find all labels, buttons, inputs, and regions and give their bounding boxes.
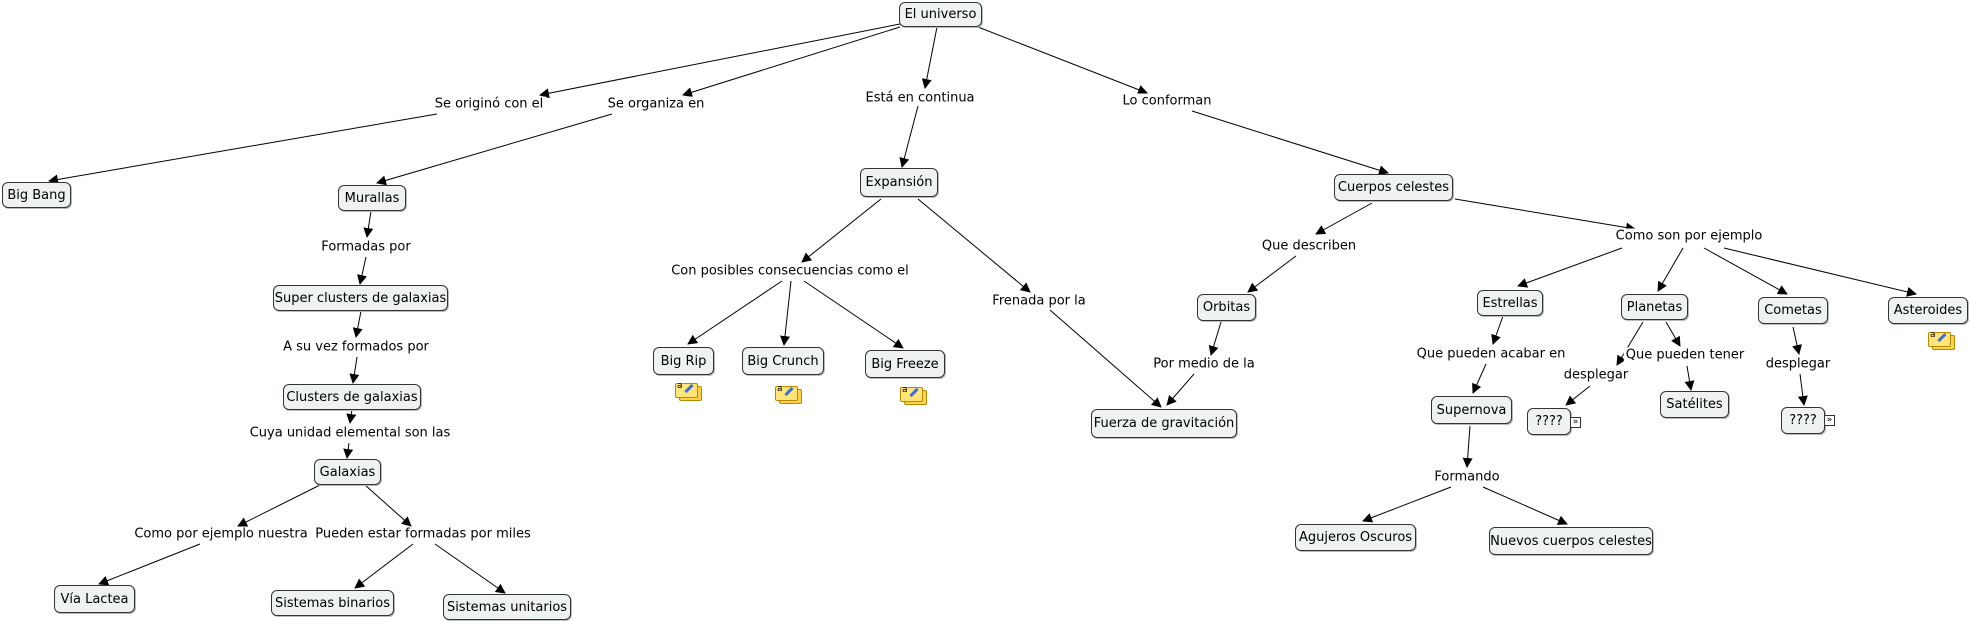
node-galaxias[interactable]: Galaxias: [314, 459, 381, 485]
node-cuerpos-celestes[interactable]: Cuerpos celestes: [1334, 174, 1453, 201]
node-cometas[interactable]: Cometas: [1758, 297, 1828, 324]
expand-arrow-icon[interactable]: »: [1570, 417, 1581, 428]
link-se-origino: Se originó con el: [432, 96, 546, 112]
node-murallas[interactable]: Murallas: [338, 185, 406, 211]
node-fuerza-gravitacion[interactable]: Fuerza de gravitación: [1091, 409, 1237, 438]
expand-arrow-icon[interactable]: »: [1824, 415, 1835, 426]
link-por-medio: Por medio de la: [1151, 356, 1257, 372]
link-pueden-estar: Pueden estar formadas por miles: [313, 526, 533, 542]
link-se-organiza: Se organiza en: [605, 96, 707, 112]
node-agujeros-oscuros[interactable]: Agujeros Oscuros: [1295, 524, 1416, 551]
node-unknown-planetas[interactable]: ????: [1527, 408, 1571, 435]
node-supernova[interactable]: Supernova: [1431, 396, 1512, 424]
node-big-rip[interactable]: Big Rip: [653, 347, 714, 375]
node-via-lactea[interactable]: Vía Lactea: [54, 585, 135, 613]
node-estrellas[interactable]: Estrellas: [1477, 290, 1543, 316]
node-sistemas-binarios[interactable]: Sistemas binarios: [271, 590, 394, 616]
node-clusters[interactable]: Clusters de galaxias: [283, 384, 421, 410]
node-super-clusters[interactable]: Super clusters de galaxias: [273, 285, 448, 311]
link-con-posibles: Con posibles consecuencias como el: [669, 263, 911, 279]
node-sistemas-unitarios[interactable]: Sistemas unitarios: [443, 594, 571, 620]
link-esta-continua: Está en continua: [863, 90, 977, 106]
link-cuya-unidad: Cuya unidad elemental son las: [247, 425, 453, 441]
link-que-pueden-acabar: Que pueden acabar en: [1414, 346, 1568, 362]
node-planetas[interactable]: Planetas: [1621, 294, 1688, 320]
node-expansion[interactable]: Expansión: [860, 168, 938, 197]
node-nuevos-cuerpos[interactable]: Nuevos cuerpos celestes: [1489, 527, 1653, 555]
link-que-pueden-tener: Que pueden tener: [1623, 347, 1747, 363]
link-como-ejemplo-nuestra: Como por ejemplo nuestra: [132, 526, 310, 542]
link-formadas-por: Formadas por: [319, 239, 413, 255]
node-satelites[interactable]: Satélites: [1660, 391, 1729, 418]
node-asteroides[interactable]: Asteroides: [1888, 297, 1968, 324]
resource-card-icon[interactable]: a: [1926, 330, 1955, 350]
link-formando: Formando: [1432, 469, 1502, 485]
node-unknown-cometas[interactable]: ????: [1781, 407, 1825, 434]
link-a-su-vez: A su vez formados por: [281, 339, 431, 355]
link-desplegar-cometas: desplegar: [1763, 356, 1833, 372]
link-que-describen: Que describen: [1259, 238, 1359, 254]
link-como-son: Como son por ejemplo: [1613, 228, 1765, 244]
node-orbitas[interactable]: Orbitas: [1197, 294, 1256, 321]
link-desplegar-planetas: desplegar: [1561, 367, 1631, 383]
node-big-bang[interactable]: Big Bang: [2, 182, 71, 208]
resource-card-icon[interactable]: a: [898, 385, 927, 405]
resource-card-icon[interactable]: a: [673, 381, 702, 401]
link-frenada: Frenada por la: [990, 293, 1088, 309]
resource-card-icon[interactable]: a: [773, 384, 802, 404]
node-big-freeze[interactable]: Big Freeze: [865, 350, 945, 378]
link-lo-conforman: Lo conforman: [1120, 93, 1214, 109]
node-big-crunch[interactable]: Big Crunch: [742, 347, 824, 375]
node-el-universo[interactable]: El universo: [899, 2, 982, 27]
